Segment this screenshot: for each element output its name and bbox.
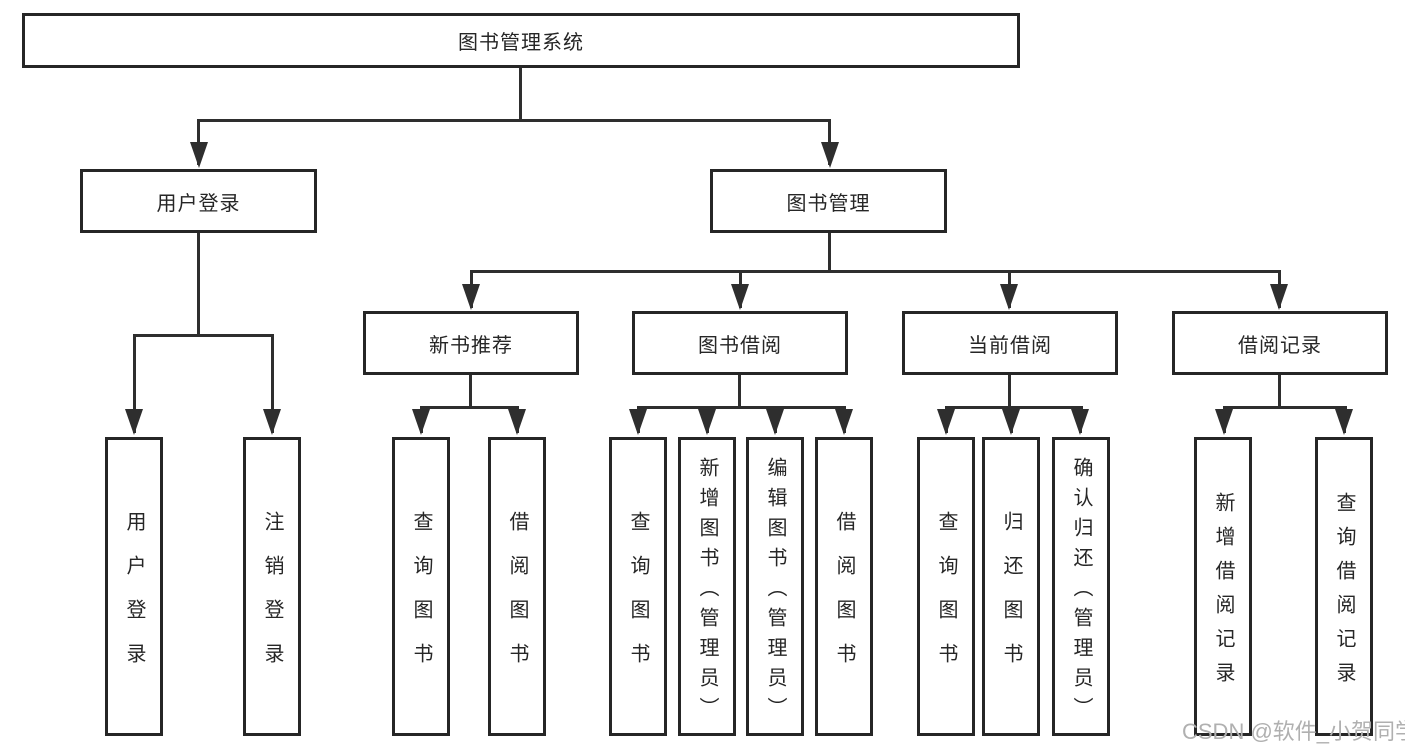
leaf-edit-books-admin-label: 编辑图书（管理员） xyxy=(764,456,786,727)
leaf-user-login-label: 用户登录 xyxy=(123,510,145,687)
edge-line xyxy=(469,375,472,409)
leaf-query-borrow-record-label: 查询借阅记录 xyxy=(1333,491,1355,696)
node-user-login: 用户登录 xyxy=(80,169,317,233)
leaf-add-borrow-record: 新增借阅记录 xyxy=(1194,437,1252,736)
arrowhead-down-icon xyxy=(821,142,839,168)
edge-line xyxy=(738,375,741,409)
edge-line xyxy=(637,406,846,409)
edge-line xyxy=(828,233,831,273)
arrowhead-down-icon xyxy=(766,409,784,435)
arrowhead-down-icon xyxy=(698,409,716,435)
node-root-label: 图书管理系统 xyxy=(458,32,584,54)
edge-line xyxy=(133,334,274,337)
leaf-logout-label: 注销登录 xyxy=(261,510,283,687)
edge-line xyxy=(1278,375,1281,409)
node-book-management-label: 图书管理 xyxy=(786,192,871,215)
node-root: 图书管理系统 xyxy=(22,13,1020,68)
node-book-borrow-label: 图书借阅 xyxy=(698,334,782,357)
arrowhead-down-icon xyxy=(263,409,281,435)
arrowhead-down-icon xyxy=(412,409,430,435)
leaf-confirm-return-admin: 确认归还（管理员） xyxy=(1052,437,1110,736)
arrowhead-down-icon xyxy=(731,284,749,310)
arrowhead-down-icon xyxy=(1270,284,1288,310)
arrowhead-down-icon xyxy=(1002,409,1020,435)
leaf-return-books: 归还图书 xyxy=(982,437,1040,736)
edge-line xyxy=(133,334,136,433)
leaf-query-borrow-record: 查询借阅记录 xyxy=(1315,437,1373,736)
csdn-watermark: CSDN @软件_小贺同学 xyxy=(1182,719,1405,744)
node-new-book-recommend-label: 新书推荐 xyxy=(429,334,513,357)
leaf-add-borrow-record-label: 新增借阅记录 xyxy=(1212,491,1234,696)
edge-line xyxy=(197,119,831,122)
leaf-edit-books-admin: 编辑图书（管理员） xyxy=(746,437,804,736)
leaf-borrow-books-1: 借阅图书 xyxy=(488,437,546,736)
edge-line xyxy=(271,334,274,433)
node-new-book-recommend: 新书推荐 xyxy=(363,311,579,375)
node-borrow-records: 借阅记录 xyxy=(1172,311,1388,375)
node-user-login-label: 用户登录 xyxy=(156,192,241,215)
leaf-logout: 注销登录 xyxy=(243,437,301,736)
leaf-query-books-1-label: 查询图书 xyxy=(410,510,432,687)
arrowhead-down-icon xyxy=(1071,409,1089,435)
arrowhead-down-icon xyxy=(125,409,143,435)
node-current-borrow: 当前借阅 xyxy=(902,311,1118,375)
leaf-query-books-3: 查询图书 xyxy=(917,437,975,736)
node-borrow-records-label: 借阅记录 xyxy=(1238,334,1322,357)
leaf-borrow-books-2: 借阅图书 xyxy=(815,437,873,736)
leaf-query-books-3-label: 查询图书 xyxy=(935,510,957,687)
arrowhead-down-icon xyxy=(508,409,526,435)
edge-line xyxy=(945,406,1083,409)
arrowhead-down-icon xyxy=(937,409,955,435)
leaf-user-login: 用户登录 xyxy=(105,437,163,736)
leaf-query-books-2-label: 查询图书 xyxy=(627,510,649,687)
arrowhead-down-icon xyxy=(1335,409,1353,435)
edge-line xyxy=(197,233,200,337)
arrowhead-down-icon xyxy=(629,409,647,435)
leaf-add-books-admin-label: 新增图书（管理员） xyxy=(696,456,718,727)
edge-line xyxy=(519,68,522,120)
arrowhead-down-icon xyxy=(1000,284,1018,310)
leaf-return-books-label: 归还图书 xyxy=(1000,510,1022,687)
leaf-borrow-books-2-label: 借阅图书 xyxy=(833,510,855,687)
node-current-borrow-label: 当前借阅 xyxy=(968,334,1052,357)
leaf-add-books-admin: 新增图书（管理员） xyxy=(678,437,736,736)
leaf-query-books-1: 查询图书 xyxy=(392,437,450,736)
edge-line xyxy=(470,270,1281,273)
arrowhead-down-icon xyxy=(835,409,853,435)
arrowhead-down-icon xyxy=(190,142,208,168)
edge-line xyxy=(1223,406,1347,409)
leaf-query-books-2: 查询图书 xyxy=(609,437,667,736)
arrowhead-down-icon xyxy=(462,284,480,310)
edge-line xyxy=(1008,375,1011,409)
node-book-borrow: 图书借阅 xyxy=(632,311,848,375)
edge-line xyxy=(420,406,519,409)
leaf-borrow-books-1-label: 借阅图书 xyxy=(506,510,528,687)
node-book-management: 图书管理 xyxy=(710,169,947,233)
arrowhead-down-icon xyxy=(1215,409,1233,435)
leaf-confirm-return-admin-label: 确认归还（管理员） xyxy=(1070,456,1092,727)
